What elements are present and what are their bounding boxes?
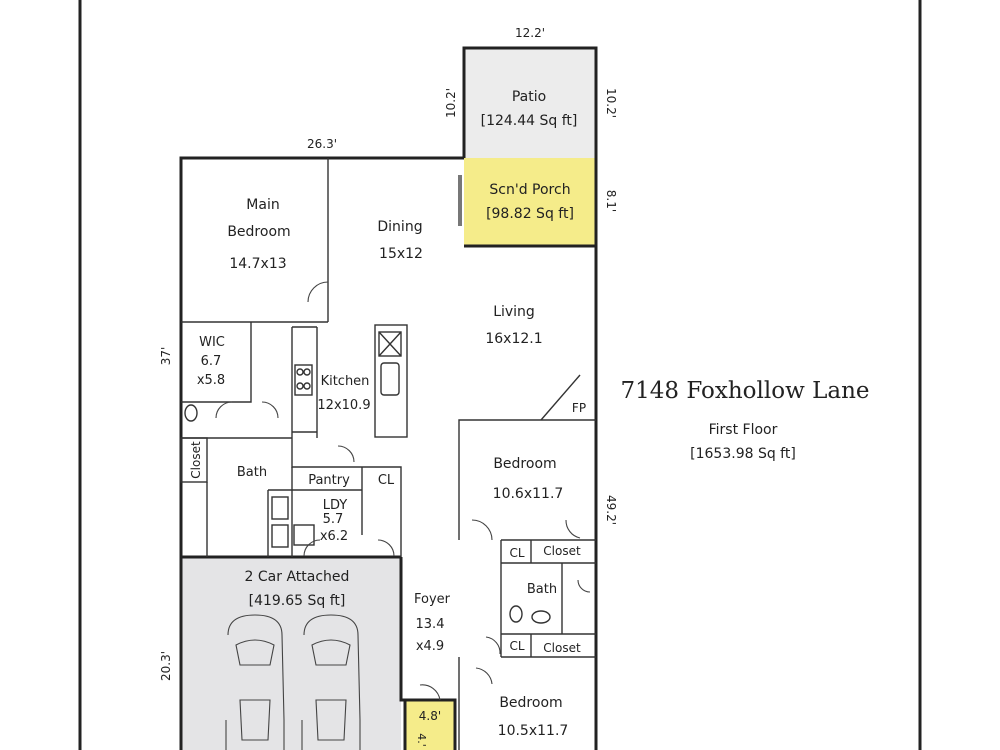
car-left bbox=[225, 614, 285, 750]
pantry-label: Pantry bbox=[308, 473, 350, 488]
wic-size-1: 6.7 bbox=[201, 354, 222, 369]
dim-garage-left: 20.3' bbox=[159, 651, 173, 681]
total-area-label: [1653.98 Sq ft] bbox=[690, 446, 796, 462]
porch-area-label: [98.82 Sq ft] bbox=[486, 206, 574, 222]
porch-area bbox=[464, 158, 596, 246]
bath-main-label: Bath bbox=[237, 465, 267, 480]
main-bedroom-size: 14.7x13 bbox=[229, 256, 286, 272]
door-swings bbox=[215, 281, 591, 701]
cl-a-label: CL bbox=[509, 546, 524, 560]
living-size: 16x12.1 bbox=[485, 331, 542, 347]
bedroom2-label: Bedroom bbox=[493, 456, 556, 472]
small-porch-area bbox=[405, 700, 455, 750]
dim-right-height: 49.2' bbox=[604, 495, 618, 525]
bedroom3-size: 10.5x11.7 bbox=[498, 723, 569, 739]
closet-left-label: Closet bbox=[189, 441, 203, 479]
main-bedroom-label-2: Bedroom bbox=[227, 224, 290, 240]
porch-label: Scn'd Porch bbox=[489, 182, 570, 198]
dining-size: 15x12 bbox=[379, 246, 423, 262]
dim-left-height: 37' bbox=[159, 347, 173, 366]
closet-a-label: Closet bbox=[543, 544, 581, 558]
living-label: Living bbox=[493, 304, 535, 320]
floor-label: First Floor bbox=[709, 422, 778, 438]
address-title: 7148 Foxhollow Lane bbox=[621, 378, 870, 404]
patio-area-label: [124.44 Sq ft] bbox=[481, 113, 578, 129]
garage-label: 2 Car Attached bbox=[245, 569, 350, 585]
garage-area bbox=[181, 557, 401, 750]
ldy-size-1: 5.7 bbox=[323, 512, 344, 527]
garage-area-label: [419.65 Sq ft] bbox=[249, 593, 346, 609]
kitchen-fixtures bbox=[184, 324, 551, 624]
ldy-label: LDY bbox=[323, 498, 348, 513]
ldy-size-2: x6.2 bbox=[320, 529, 348, 544]
car-right bbox=[301, 614, 361, 750]
bedroom3-label: Bedroom bbox=[499, 695, 562, 711]
bedroom2-size: 10.6x11.7 bbox=[493, 486, 564, 502]
main-bedroom-label-1: Main bbox=[246, 197, 279, 213]
dim-main-top: 26.3' bbox=[307, 137, 337, 151]
dim-patio-width: 12.2' bbox=[515, 26, 545, 40]
patio-area bbox=[464, 48, 596, 158]
cl-pantry-label: CL bbox=[378, 473, 395, 488]
interior-walls bbox=[180, 158, 596, 750]
foyer-size-1: 13.4 bbox=[416, 617, 445, 632]
wic-size-2: x5.8 bbox=[197, 373, 225, 388]
kitchen-size: 12x10.9 bbox=[317, 398, 370, 413]
dim-patio-right: 10.2' bbox=[604, 88, 618, 118]
kitchen-label: Kitchen bbox=[321, 374, 370, 389]
dim-patio-left: 10.2' bbox=[444, 88, 458, 118]
fp-label: FP bbox=[572, 401, 586, 415]
exterior-walls bbox=[179, 46, 598, 750]
dining-label: Dining bbox=[377, 219, 422, 235]
patio-label: Patio bbox=[512, 89, 546, 105]
small-porch-side: 4.' bbox=[415, 733, 428, 747]
wic-label: WIC bbox=[199, 335, 225, 350]
cl-b-label: CL bbox=[509, 639, 524, 653]
bath2-label: Bath bbox=[527, 582, 557, 597]
closet-b-label: Closet bbox=[543, 641, 581, 655]
foyer-label: Foyer bbox=[414, 592, 451, 607]
foyer-size-2: x4.9 bbox=[416, 639, 444, 654]
small-porch-width: 4.8' bbox=[419, 709, 441, 723]
dim-porch-right: 8.1' bbox=[604, 190, 618, 212]
